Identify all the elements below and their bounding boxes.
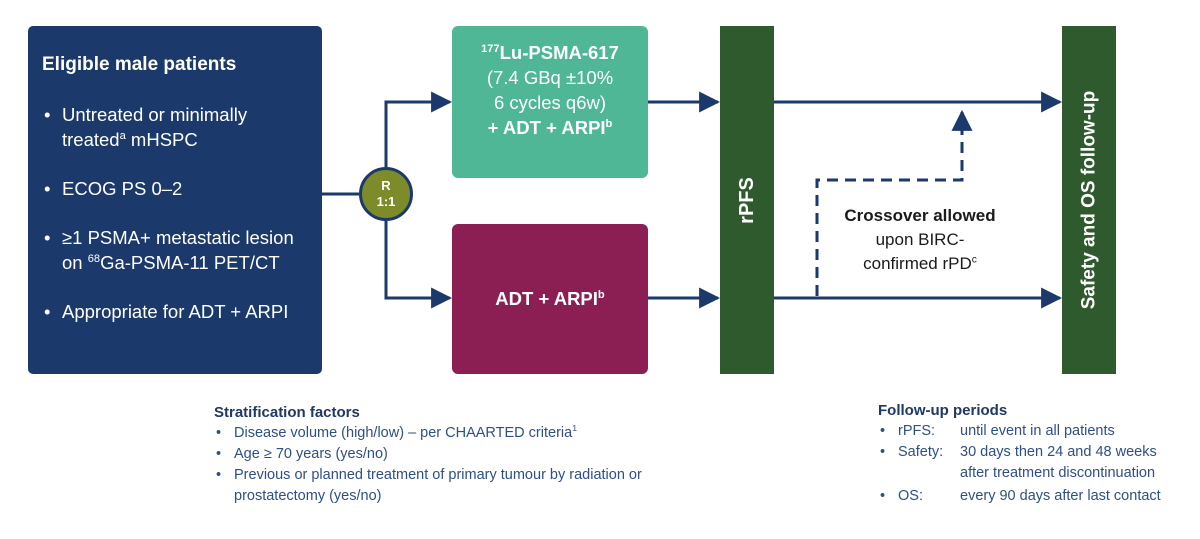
follow-up-table: • rPFS: until event in all patients • Sa… bbox=[878, 421, 1170, 507]
follow-up-label: Safety: bbox=[898, 444, 944, 460]
follow-up-header: Follow-up periods bbox=[878, 402, 1008, 419]
crossover-note: Crossover allowed upon BIRC- confirmed r… bbox=[820, 204, 1020, 276]
follow-up-row: • Safety: 30 days then 24 and 48 weeks a… bbox=[878, 442, 1170, 484]
lu-psma-arm-box: 177Lu-PSMA-617 (7.4 GBq ±10% 6 cycles q6… bbox=[452, 26, 648, 178]
randomization-ratio: 1:1 bbox=[376, 194, 396, 209]
stratification-item: Previous or planned treatment of primary… bbox=[214, 465, 704, 507]
stratification-factors: Stratification factors Disease volume (h… bbox=[214, 404, 734, 507]
stratification-list: Disease volume (high/low) – per CHAARTED… bbox=[214, 423, 734, 507]
eligibility-list: Untreated or minimally treateda mHSPC EC… bbox=[42, 102, 308, 324]
follow-up-row: • OS: every 90 days after last contact bbox=[878, 484, 1170, 507]
adt-arpi-arm-box: ADT + ARPIb bbox=[452, 224, 648, 374]
eligibility-item: Appropriate for ADT + ARPI bbox=[42, 299, 308, 324]
crossover-line1: upon BIRC- bbox=[875, 230, 965, 249]
crossover-title: Crossover allowed bbox=[844, 206, 996, 225]
rpfs-bar: rPFS bbox=[720, 26, 774, 374]
follow-up-value: until event in all patients bbox=[960, 423, 1115, 439]
stratification-item: Age ≥ 70 years (yes/no) bbox=[214, 444, 734, 465]
randomization-circle: R 1:1 bbox=[359, 167, 413, 221]
lu-psma-drug-name: 177Lu-PSMA-617 bbox=[481, 42, 619, 63]
follow-up-label: OS: bbox=[898, 488, 923, 504]
follow-up-periods: Follow-up periods • rPFS: until event in… bbox=[878, 402, 1188, 507]
stratification-header: Stratification factors bbox=[214, 404, 360, 421]
crossover-line2: confirmed rPDc bbox=[863, 254, 977, 273]
lu-psma-cycles: 6 cycles q6w) bbox=[493, 92, 607, 113]
follow-up-label: rPFS: bbox=[898, 423, 936, 439]
safety-os-bar: Safety and OS follow-up bbox=[1062, 26, 1116, 374]
eligible-patients-box: Eligible male patients Untreated or mini… bbox=[28, 26, 322, 374]
safety-os-label: Safety and OS follow-up bbox=[1078, 90, 1100, 310]
stratification-item: Disease volume (high/low) – per CHAARTED… bbox=[214, 423, 734, 444]
eligible-title: Eligible male patients bbox=[42, 54, 237, 75]
eligibility-item: ECOG PS 0–2 bbox=[42, 176, 308, 201]
randomization-label: R bbox=[381, 178, 391, 193]
lu-psma-combo: + ADT + ARPIb bbox=[487, 117, 613, 138]
eligibility-item: ≥1 PSMA+ metastatic lesion on 68Ga-PSMA-… bbox=[42, 225, 308, 275]
follow-up-row: • rPFS: until event in all patients bbox=[878, 421, 1170, 442]
adt-arpi-label: ADT + ARPIb bbox=[495, 288, 605, 309]
crossover-dashed-arrow bbox=[815, 109, 973, 296]
follow-up-value: 30 days then 24 and 48 weeks after treat… bbox=[960, 444, 1157, 481]
lu-psma-dose: (7.4 GBq ±10% bbox=[486, 67, 614, 88]
follow-up-value: every 90 days after last contact bbox=[960, 488, 1161, 504]
eligibility-item: Untreated or minimally treateda mHSPC bbox=[42, 102, 308, 152]
rpfs-label: rPFS bbox=[735, 176, 758, 224]
